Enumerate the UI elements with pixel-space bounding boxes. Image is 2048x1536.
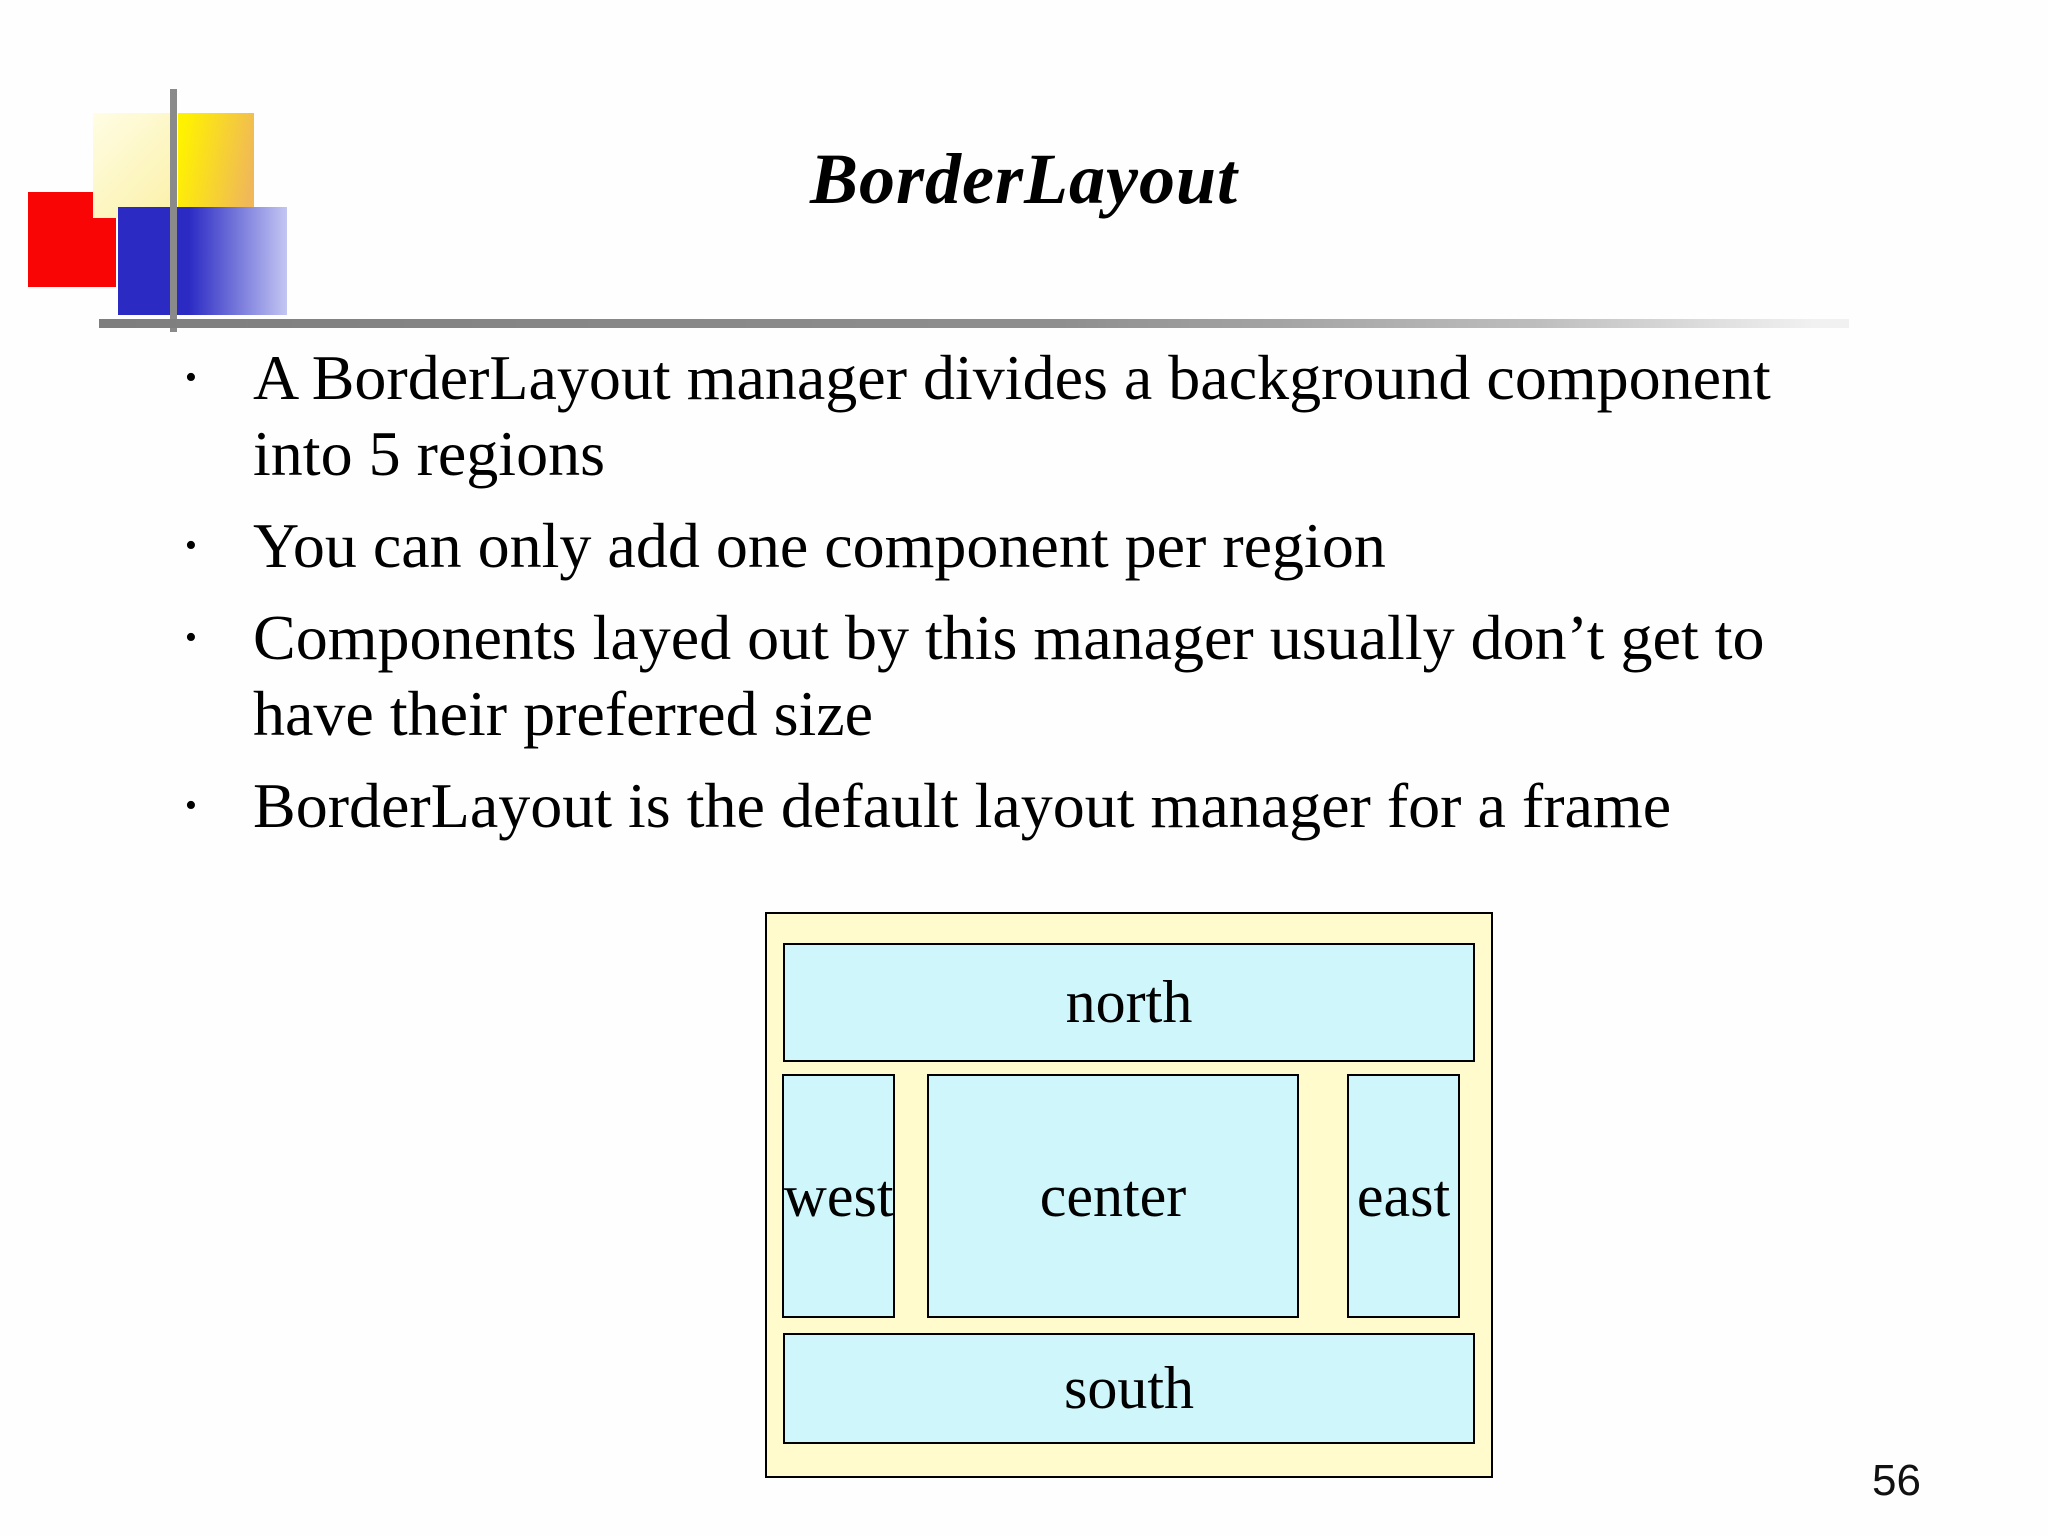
borderlayout-diagram-frame: north west center east south [765,912,1493,1478]
logo-vertical-line [170,89,177,332]
bullet-line: A BorderLayout manager divides a backgro… [253,342,1771,413]
page-number: 56 [1872,1456,1921,1505]
region-east: east [1347,1074,1460,1318]
bullet-text: BorderLayout is the default layout manag… [253,768,1671,844]
region-label: north [1065,969,1193,1035]
bullet-marker-icon: • [185,359,197,396]
bullet-line: You can only add one component per regio… [253,510,1386,581]
bullet-marker-icon: • [185,527,197,564]
bullet-item: • Components layed out by this manager u… [185,600,1905,752]
bullet-line: have their preferred size [253,678,874,749]
region-label: center [1039,1162,1187,1229]
bullet-list: • A BorderLayout manager divides a backg… [185,340,1905,860]
region-center: center [927,1074,1299,1318]
header-divider-line [99,319,1849,328]
bullet-text: Components layed out by this manager usu… [253,600,1765,752]
region-label: west [783,1162,894,1229]
bullet-marker-icon: • [185,619,197,656]
logo-cream-square [93,113,170,218]
bullet-line: Components layed out by this manager usu… [253,602,1765,673]
region-west: west [782,1074,895,1318]
bullet-line: into 5 regions [253,418,605,489]
bullet-item: • A BorderLayout manager divides a backg… [185,340,1905,492]
logo-blue-rectangle [118,207,287,315]
bullet-marker-icon: • [185,787,197,824]
region-label: south [1063,1355,1195,1421]
region-north: north [783,943,1475,1062]
bullet-item: • You can only add one component per reg… [185,508,1905,584]
slide-title: BorderLayout [809,139,1238,219]
region-south: south [783,1333,1475,1444]
bullet-line: BorderLayout is the default layout manag… [253,770,1672,841]
bullet-item: • BorderLayout is the default layout man… [185,768,1905,844]
logo-yellow-square [178,113,254,208]
bullet-text: You can only add one component per regio… [253,508,1386,584]
region-label: east [1356,1162,1451,1229]
bullet-text: A BorderLayout manager divides a backgro… [253,340,1771,492]
